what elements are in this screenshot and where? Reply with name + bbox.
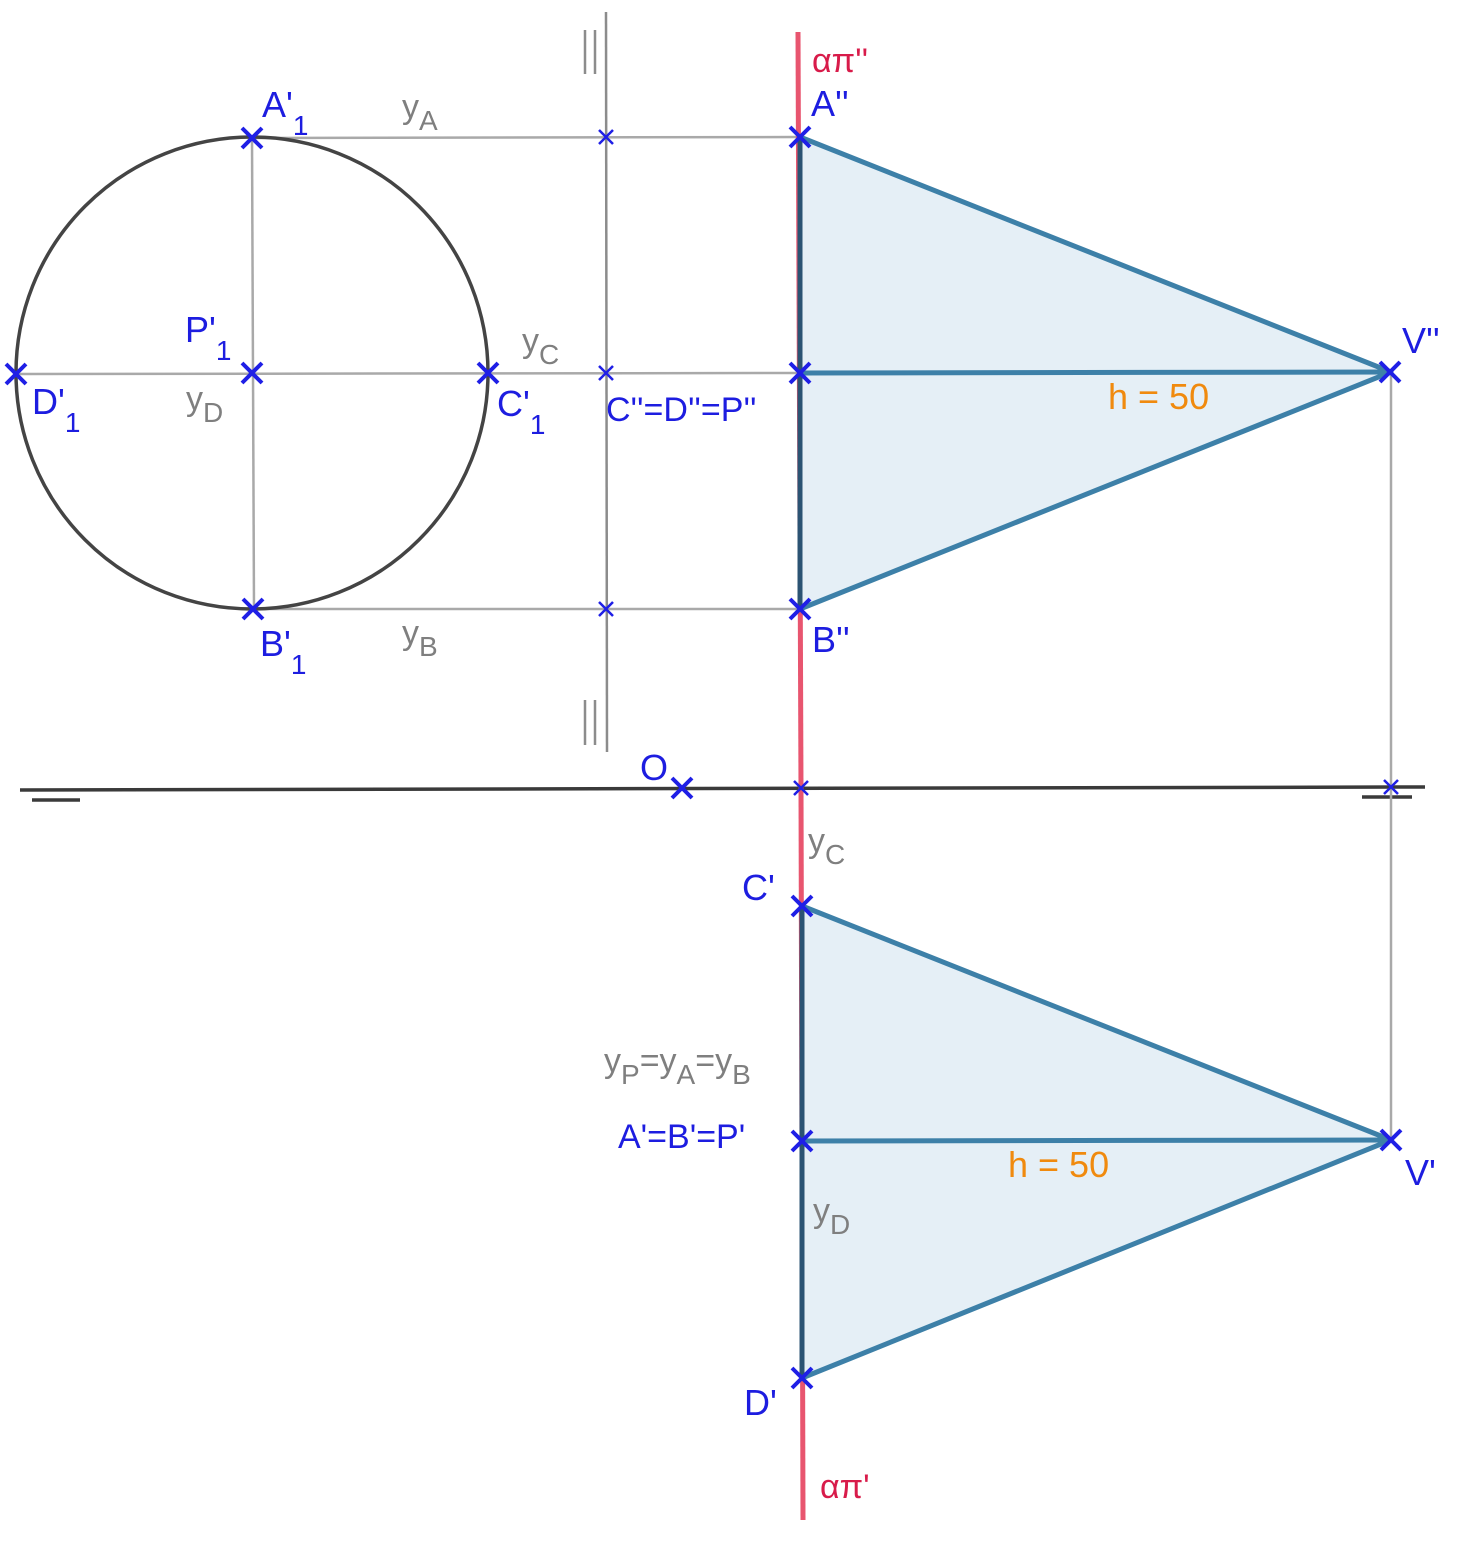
label-yb-sub-2: B xyxy=(732,1059,751,1090)
marker-abp-top xyxy=(790,1129,814,1153)
marker-p1 xyxy=(240,361,264,385)
cone-top-height-line xyxy=(801,1137,1392,1144)
marker-origin xyxy=(670,776,694,800)
label-ya: yA xyxy=(402,88,438,136)
auxiliary-plane-line xyxy=(604,11,609,753)
marker-a2 xyxy=(788,125,812,149)
label-v2: V'' xyxy=(1402,320,1440,361)
label-p1-sub: 1 xyxy=(216,335,232,366)
label-d1-main: D' xyxy=(32,381,65,422)
label-yc-upper-sub: C xyxy=(539,339,559,370)
label-yd-lower-sub: D xyxy=(830,1209,850,1240)
label-b1: B'1 xyxy=(260,623,306,680)
label-p1-main: P' xyxy=(185,309,216,350)
label-b1-main: B' xyxy=(260,623,291,664)
construction-line-cd xyxy=(15,371,801,376)
label-ya-sub: A xyxy=(419,105,438,136)
label-yc-upper-y: y xyxy=(522,322,539,360)
marker-d-top xyxy=(790,1366,814,1390)
label-yc-lower-y: y xyxy=(808,822,825,860)
label-yb: yB xyxy=(402,614,438,662)
label-ya-y-2: y xyxy=(660,1042,677,1080)
label-p1: P'1 xyxy=(185,309,231,366)
marker-trace-ground xyxy=(793,780,809,796)
label-yd-lower-y: y xyxy=(813,1192,830,1230)
label-ya-y: y xyxy=(402,88,419,126)
label-c1: C'1 xyxy=(497,383,545,440)
label-yd-upper-y: y xyxy=(186,380,203,418)
label-origin: O xyxy=(640,747,668,788)
marker-c-top xyxy=(790,894,814,918)
marker-aux-b xyxy=(598,601,614,617)
label-c1-main: C' xyxy=(497,383,530,424)
marker-cdp2 xyxy=(788,361,812,385)
label-yp-sub: P xyxy=(621,1059,640,1090)
label-a1: A'1 xyxy=(262,84,308,141)
label-cdp2: C''=D''=P'' xyxy=(606,391,756,429)
label-c1-sub: 1 xyxy=(530,409,546,440)
label-c-top: C' xyxy=(742,867,775,908)
label-yp-y: y xyxy=(604,1042,621,1080)
label-yd-lower: yD xyxy=(813,1192,850,1240)
label-yc-upper: yC xyxy=(522,322,559,370)
marker-aux-c xyxy=(598,365,614,381)
label-a2: A'' xyxy=(811,83,849,124)
label-a1-main: A' xyxy=(262,84,293,125)
label-horizontal-trace: απ' xyxy=(820,1468,870,1506)
cone-front-height-line xyxy=(799,369,1392,376)
label-b2: B'' xyxy=(812,619,850,660)
ground-line xyxy=(19,785,1426,792)
marker-b2 xyxy=(788,597,812,621)
label-height-front: h = 50 xyxy=(1108,376,1209,417)
label-yd-upper: yD xyxy=(186,380,223,428)
label-ya-sub-2: A xyxy=(677,1059,696,1090)
marker-a1 xyxy=(240,126,264,150)
label-d1-sub: 1 xyxy=(65,407,81,438)
label-vertical-trace: απ'' xyxy=(812,42,868,80)
marker-aux-a xyxy=(598,129,614,145)
small-markers xyxy=(598,129,1399,796)
label-eq-1: = xyxy=(640,1042,660,1080)
label-yb-sub: B xyxy=(419,631,438,662)
label-yc-lower-sub: C xyxy=(825,839,845,870)
marker-d1 xyxy=(4,362,28,386)
construction-line-a xyxy=(251,135,801,140)
label-yp-ya-yb: yP=yA=yB xyxy=(604,1042,751,1090)
marker-v-ground xyxy=(1383,779,1399,795)
label-eq-2: = xyxy=(695,1042,715,1080)
marker-b1 xyxy=(241,597,265,621)
label-yb-y: y xyxy=(402,614,419,652)
label-yd-upper-sub: D xyxy=(203,397,223,428)
label-b1-sub: 1 xyxy=(291,649,307,680)
label-d-top: D' xyxy=(744,1382,777,1423)
point-markers xyxy=(4,125,1403,1390)
marker-c1 xyxy=(476,361,500,385)
label-height-top: h = 50 xyxy=(1008,1144,1109,1185)
label-a1-sub: 1 xyxy=(293,110,309,141)
label-v-top: V' xyxy=(1405,1152,1436,1193)
marker-v-top xyxy=(1379,1128,1403,1152)
label-d1: D'1 xyxy=(32,381,80,438)
marker-v2 xyxy=(1378,360,1402,384)
label-yc-lower: yC xyxy=(808,822,845,870)
label-abp-top: A'=B'=P' xyxy=(618,1118,745,1156)
label-yb-y-2: y xyxy=(715,1042,732,1080)
